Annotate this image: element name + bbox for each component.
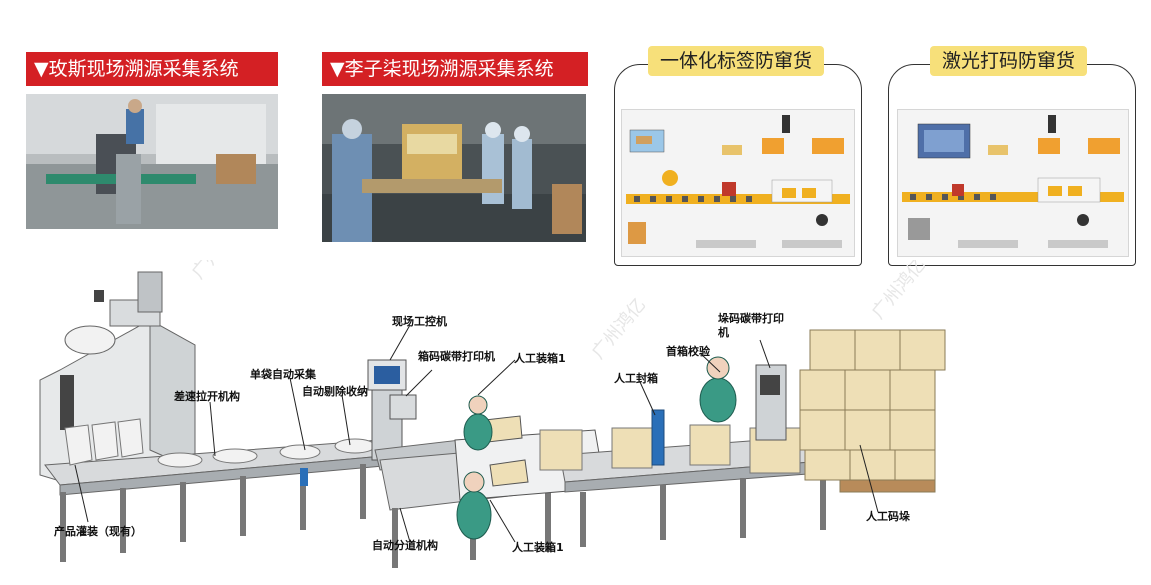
- pallet-printer: [756, 365, 786, 440]
- label-pull-apart: 差速拉开机构: [174, 388, 240, 404]
- label-box-printer: 箱码碳带打印机: [418, 348, 495, 364]
- label-manual-box-bottom: 人工装箱1: [512, 539, 564, 555]
- panel-title-laser-coding: 激光打码防窜货: [930, 46, 1087, 76]
- pallet-stack: [800, 330, 945, 492]
- factory-photo-mars: [26, 94, 278, 229]
- laser-coding-flow-diagram: [897, 109, 1129, 257]
- banner-liziqi-traceability: ▼李子柒现场溯源采集系统: [322, 52, 588, 86]
- label-site-pc: 现场工控机: [392, 313, 447, 329]
- label-first-box-check: 首箱校验: [666, 343, 710, 359]
- label-manual-seal: 人工封箱: [614, 370, 658, 386]
- watermark-text: 广州鸿亿: [868, 260, 930, 323]
- label-manual-box-top: 人工装箱1: [514, 350, 566, 366]
- factory-photo-liziqi: [322, 94, 586, 242]
- panel-title-integrated-label: 一体化标签防窜货: [648, 46, 824, 76]
- label-manual-palletize: 人工码垛: [866, 508, 910, 524]
- panel-integrated-label: [614, 64, 862, 266]
- panel-laser-coding: [888, 64, 1136, 266]
- label-pallet-printer: 垛码碳带打印机: [718, 312, 792, 340]
- watermark-text: 广州鸿亿: [588, 295, 650, 364]
- label-auto-reject: 自动剔除收纳: [302, 383, 368, 399]
- worker-top: [464, 396, 492, 450]
- production-line-illustration: 广州鸿亿 广州鸿亿 广州鸿亿: [0, 260, 1151, 585]
- label-filling: 产品灌装（现有）: [54, 523, 142, 539]
- banner-mars-traceability: ▼玫斯现场溯源采集系统: [26, 52, 278, 86]
- label-auto-divert: 自动分道机构: [372, 537, 438, 553]
- integrated-label-flow-diagram: [621, 109, 855, 257]
- watermark-text: 广州鸿亿: [188, 260, 250, 283]
- label-single-bag-collect: 单袋自动采集: [250, 366, 316, 382]
- worker-check: [700, 357, 736, 422]
